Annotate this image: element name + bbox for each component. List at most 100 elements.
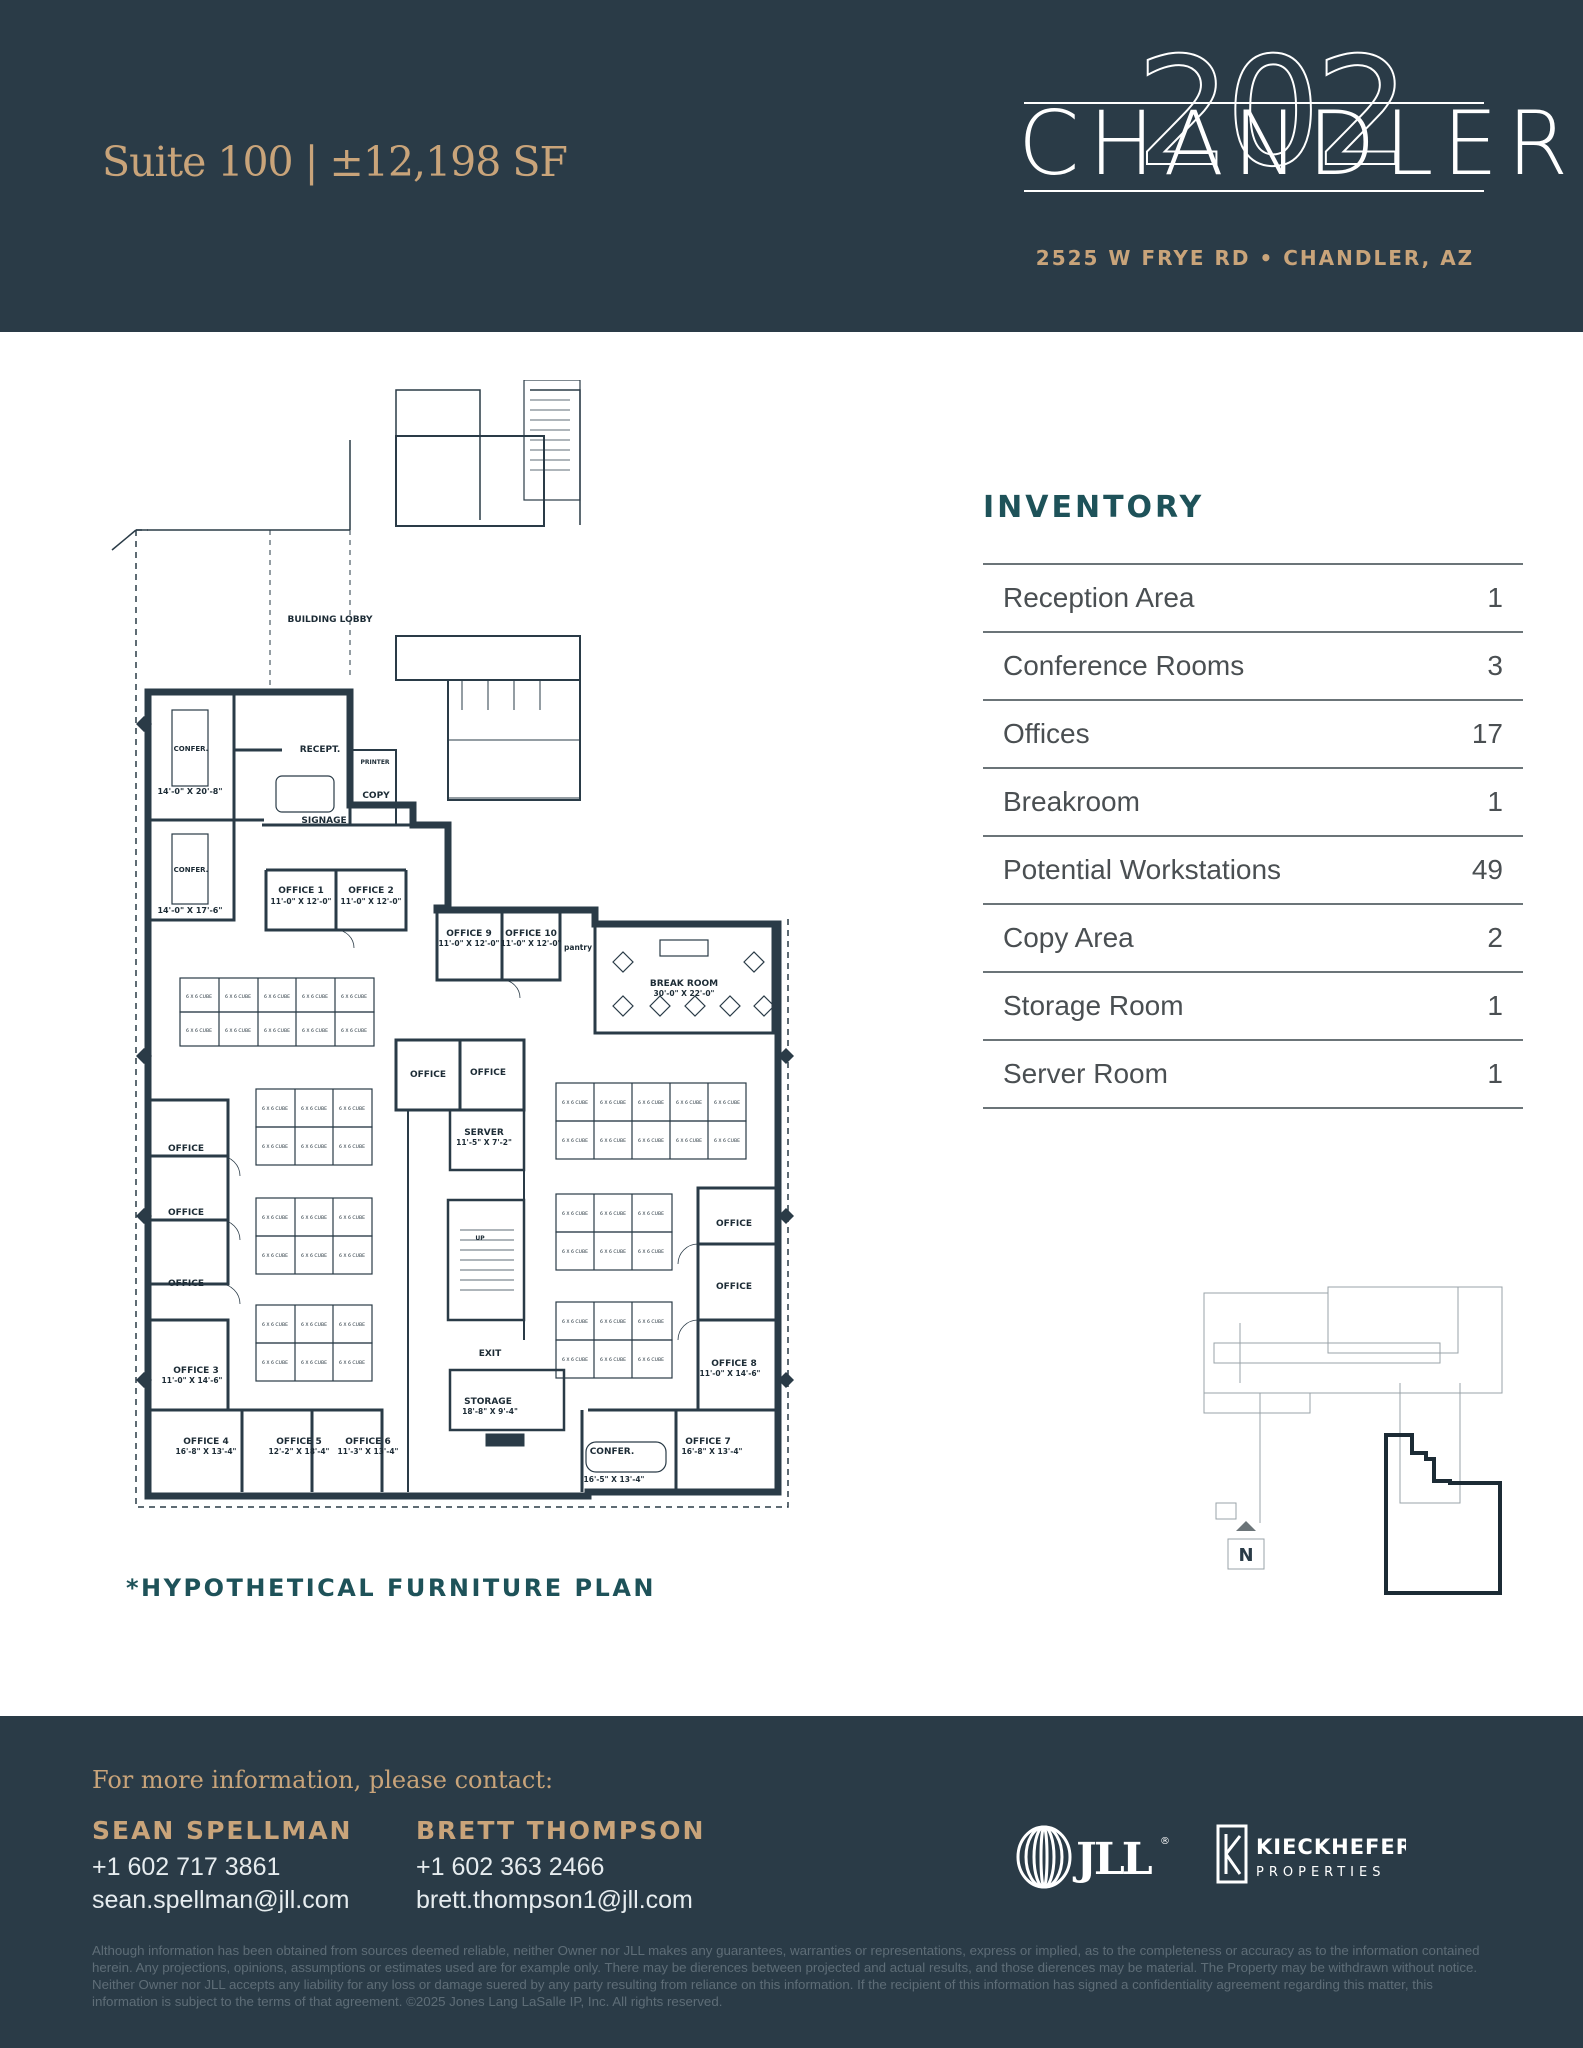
- cube-label: 6 X 6 CUBE: [262, 1215, 288, 1221]
- property-address: 2525 W FRYE RD • CHANDLER, AZ: [1035, 246, 1475, 270]
- label-up: UP: [475, 1235, 485, 1242]
- label-exit: EXIT: [479, 1349, 502, 1359]
- inventory-label: Copy Area: [1003, 922, 1134, 953]
- agent-email[interactable]: sean.spellman@jll.com: [92, 1886, 350, 1914]
- inventory-row: Conference Rooms 3: [983, 633, 1523, 701]
- inventory-label: Conference Rooms: [1003, 650, 1245, 681]
- cube-label: 6 X 6 CUBE: [341, 1028, 367, 1034]
- label-office-3-dim: 11'-0" X 14'-6": [162, 1376, 223, 1385]
- legal-disclaimer: Although information has been obtained f…: [92, 1943, 1480, 2009]
- inventory-value: 1: [1487, 582, 1503, 613]
- label-building-lobby: BUILDING LOBBY: [288, 615, 373, 625]
- floor-plan: BUILDING LOBBY RECEPT. SIGNAGE PRINTER C…: [111, 380, 794, 1508]
- label-office-8-dim: 11'-0" X 14'-6": [700, 1369, 761, 1378]
- label-office-4: OFFICE 4: [183, 1437, 228, 1447]
- chandler-202-logo: 202 CHANDLER: [1018, 37, 1578, 234]
- cube-label: 6 X 6 CUBE: [562, 1100, 588, 1106]
- label-office-2-dim: 11'-0" X 12'-0": [341, 897, 402, 906]
- label-office-5: OFFICE 5: [276, 1437, 321, 1447]
- kieckhefer-wordmark: KIECKHEFER: [1256, 1835, 1406, 1859]
- label-office-3: OFFICE 3: [173, 1366, 218, 1376]
- agent-phone[interactable]: +1 602 363 2466: [416, 1853, 605, 1881]
- cube-label: 6 X 6 CUBE: [339, 1253, 365, 1259]
- logo-line-bottom: [1024, 190, 1484, 192]
- cube-label: 6 X 6 CUBE: [600, 1211, 626, 1217]
- cube-label: 6 X 6 CUBE: [264, 1028, 290, 1034]
- cube-label: 6 X 6 CUBE: [562, 1319, 588, 1325]
- header-banner: [0, 0, 1583, 332]
- logo-number: 202: [1135, 26, 1411, 200]
- label-confer-3-dim: 16'-5" X 13'-4": [584, 1475, 645, 1484]
- suite-outline: [144, 688, 782, 1500]
- label-pantry: pantry: [564, 943, 592, 952]
- agent-name: SEAN SPELLMAN: [92, 1816, 353, 1845]
- cube-label: 6 X 6 CUBE: [600, 1319, 626, 1325]
- inventory-label: Storage Room: [1003, 990, 1184, 1021]
- jll-logo: JLL ®: [1016, 1825, 1170, 1889]
- cube-label: 6 X 6 CUBE: [225, 1028, 251, 1034]
- cube-label: 6 X 6 CUBE: [262, 1106, 288, 1112]
- jll-registered: ®: [1160, 1836, 1170, 1847]
- cube-label: 6 X 6 CUBE: [302, 994, 328, 1000]
- agent-phone[interactable]: +1 602 717 3861: [92, 1853, 281, 1881]
- inventory-value: 2: [1487, 922, 1503, 953]
- label-storage: STORAGE: [464, 1397, 512, 1407]
- label-server: SERVER: [464, 1128, 504, 1138]
- building-perimeter: [135, 529, 789, 1508]
- footer-banner: [0, 1716, 1583, 2048]
- cube-label: 6 X 6 CUBE: [600, 1138, 626, 1144]
- label-office-6: OFFICE 6: [345, 1437, 390, 1447]
- label-office-1: OFFICE 1: [278, 886, 323, 896]
- cube-label: 6 X 6 CUBE: [301, 1360, 327, 1366]
- label-office-right-2: OFFICE: [716, 1282, 752, 1292]
- label-office-9-dim: 11'-0" X 12'-0": [439, 939, 500, 948]
- suite-title: Suite 100 | ±12,198 SF: [102, 138, 568, 186]
- cube-label: 6 X 6 CUBE: [339, 1360, 365, 1366]
- cube-label: 6 X 6 CUBE: [301, 1215, 327, 1221]
- label-storage-dim: 18'-8" X 9'-4": [462, 1407, 518, 1416]
- kieckhefer-logo: KIECKHEFER PROPERTIES: [1216, 1824, 1406, 1884]
- label-office-2: OFFICE 2: [348, 886, 393, 896]
- cube-label: 6 X 6 CUBE: [600, 1100, 626, 1106]
- agent-email[interactable]: brett.thompson1@jll.com: [416, 1886, 693, 1914]
- label-office-8: OFFICE 8: [711, 1359, 756, 1369]
- cube-label: 6 X 6 CUBE: [262, 1360, 288, 1366]
- cube-label: 6 X 6 CUBE: [341, 994, 367, 1000]
- cube-label: 6 X 6 CUBE: [225, 994, 251, 1000]
- label-printer: PRINTER: [360, 759, 389, 766]
- inventory-label: Reception Area: [1003, 582, 1195, 613]
- key-map-suite-outline: [1384, 1433, 1502, 1595]
- label-office-4-dim: 16'-8" X 13'-4": [176, 1447, 237, 1456]
- cube-label: 6 X 6 CUBE: [339, 1322, 365, 1328]
- cube-label: 6 X 6 CUBE: [638, 1211, 664, 1217]
- inventory-row: Reception Area 1: [983, 565, 1523, 633]
- inventory-value: 3: [1487, 650, 1503, 681]
- label-signage: SIGNAGE: [301, 816, 346, 826]
- cube-label: 6 X 6 CUBE: [301, 1144, 327, 1150]
- inventory-label: Server Room: [1003, 1058, 1168, 1089]
- cube-label: 6 X 6 CUBE: [714, 1100, 740, 1106]
- north-arrow-icon: [1236, 1521, 1256, 1531]
- label-office-1-dim: 11'-0" X 12'-0": [271, 897, 332, 906]
- label-office-right-1: OFFICE: [716, 1219, 752, 1229]
- site-key-map: N: [1203, 1286, 1503, 1595]
- cube-label: 6 X 6 CUBE: [301, 1253, 327, 1259]
- inventory-label: Potential Workstations: [1003, 854, 1282, 885]
- label-office-5-dim: 12'-2" X 18'-4": [269, 1447, 330, 1456]
- label-office-left-1: OFFICE: [168, 1144, 204, 1154]
- cube-label: 6 X 6 CUBE: [600, 1249, 626, 1255]
- label-office-center-right: OFFICE: [470, 1068, 506, 1078]
- cube-label: 6 X 6 CUBE: [339, 1215, 365, 1221]
- cube-label: 6 X 6 CUBE: [638, 1249, 664, 1255]
- label-confer-3: CONFER.: [590, 1447, 635, 1457]
- inventory-row: Copy Area 2: [983, 905, 1523, 973]
- label-confer-1: CONFER.: [174, 745, 209, 753]
- cube-label: 6 X 6 CUBE: [262, 1322, 288, 1328]
- logo-wordmark: CHANDLER: [1018, 92, 1578, 195]
- label-office-6-dim: 11'-3" X 13'-4": [338, 1447, 399, 1456]
- label-confer-1-dim: 14'-0" X 20'-8": [157, 787, 222, 796]
- cube-label: 6 X 6 CUBE: [186, 994, 212, 1000]
- plan-caption: *HYPOTHETICAL FURNITURE PLAN: [126, 1574, 657, 1602]
